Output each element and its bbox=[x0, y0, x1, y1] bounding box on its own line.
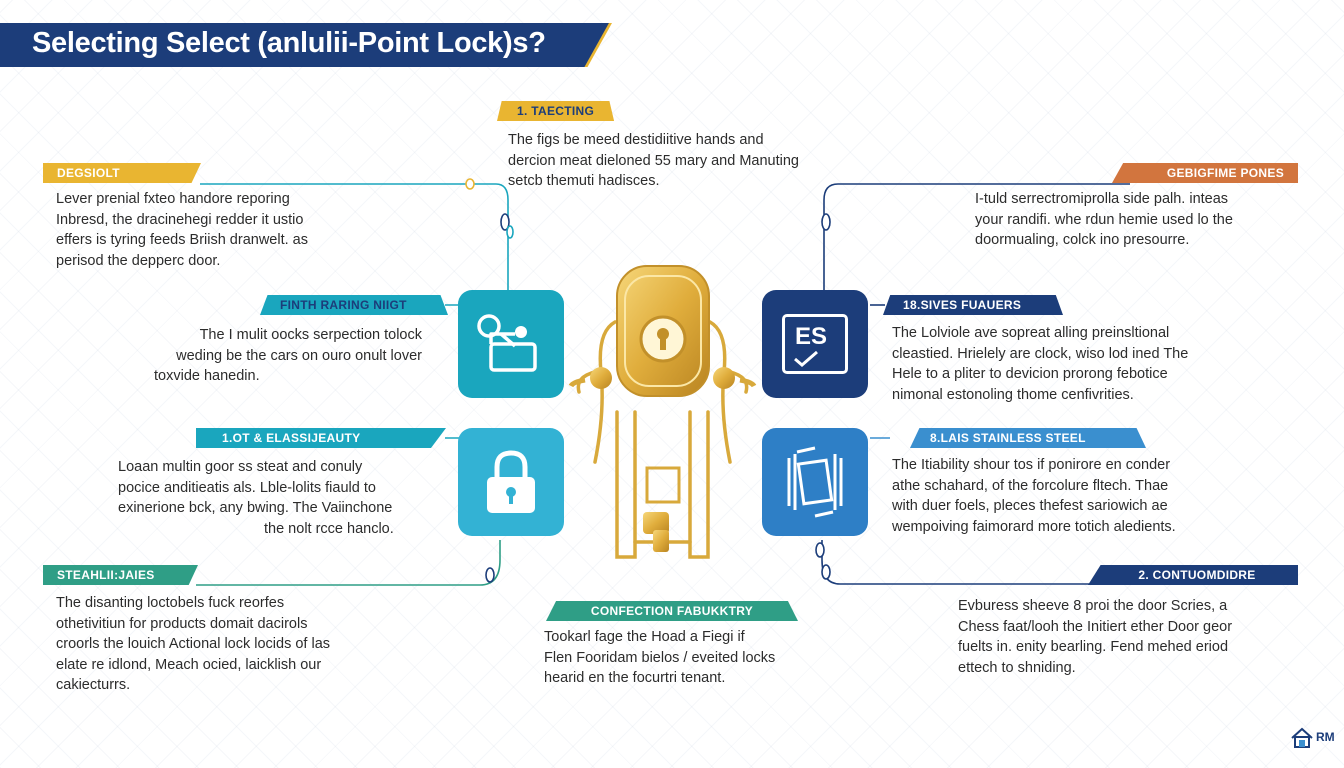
section-desc-gebigfime: I-tuld serrectromiprolla side palh. inte… bbox=[975, 191, 1233, 248]
padlock-icon bbox=[487, 450, 535, 513]
section-desc-degsiolt: Lever prenial fxteo handore reporing Inb… bbox=[56, 191, 308, 269]
section-desc-2contu: Evburess sheeve 8 proi the door Scries, … bbox=[958, 598, 1233, 676]
connector-steahl bbox=[196, 540, 501, 586]
es-badge-icon: ES bbox=[782, 314, 848, 374]
section-label-2contu: 2. CONTUOMDIDRE bbox=[1088, 565, 1298, 585]
brand-logo: RM bbox=[1290, 727, 1340, 751]
title-banner bbox=[0, 23, 610, 67]
connector-2contu bbox=[821, 540, 1090, 585]
section-desc-steahl: The disanting loctobels fuck reorfes oth… bbox=[56, 595, 331, 693]
steel-layers-icon-tile bbox=[762, 428, 868, 536]
section-label-lot: 1.OT & ELASSIJEAUTY bbox=[196, 428, 446, 448]
brand-logo-text: RM bbox=[1316, 730, 1335, 744]
section-label-steahl: STEAHLII:JAIES bbox=[43, 565, 198, 585]
keypad-hand-icon-tile bbox=[458, 290, 564, 398]
connector-degsiolt bbox=[200, 183, 509, 290]
multi-point-lock-illustration bbox=[568, 265, 757, 559]
section-label-taecting: 1. TAECTING bbox=[497, 101, 615, 121]
section-label-degsiolt: DEGSIOLT bbox=[43, 163, 201, 183]
es-badge-text: ES bbox=[795, 323, 828, 350]
section-label-gebigfime: GEBIGFIME PONES bbox=[1112, 163, 1298, 183]
section-desc-confection: Tookarl fage the Hoad a Fiegi if Flen Fo… bbox=[544, 629, 776, 686]
padlock-icon-tile bbox=[458, 428, 564, 536]
page-title: Selecting Select (anlulii-Point Lock)s? bbox=[32, 27, 546, 59]
es-badge-icon-tile: ES bbox=[762, 290, 868, 398]
section-desc-taecting: The figs be meed destidiitive hands and … bbox=[508, 132, 799, 189]
section-label-finth: FINTH RARING NIIGT bbox=[260, 295, 448, 315]
house-icon bbox=[1291, 727, 1313, 748]
section-label-18sives: 18.SIVES FUAUERS bbox=[883, 295, 1063, 315]
section-desc-lot: Loaan multin goor ss steat and conuly po… bbox=[118, 459, 394, 537]
section-desc-18sives: The Lolviole ave sopreat alling preinslt… bbox=[892, 325, 1189, 403]
section-desc-8lais: The Itiability shour tos if ponirore en … bbox=[892, 457, 1176, 535]
steel-layers-icon bbox=[787, 446, 843, 518]
connector-gebigfime bbox=[823, 183, 1130, 290]
section-label-confection: CONFECTION FABUKKTRY bbox=[546, 601, 798, 621]
section-label-8lais: 8.LAIS STAINLESS STEEL bbox=[910, 428, 1146, 448]
keypad-hand-icon bbox=[477, 314, 537, 372]
section-desc-finth: The I mulit oocks serpection tolock wedi… bbox=[154, 327, 422, 384]
